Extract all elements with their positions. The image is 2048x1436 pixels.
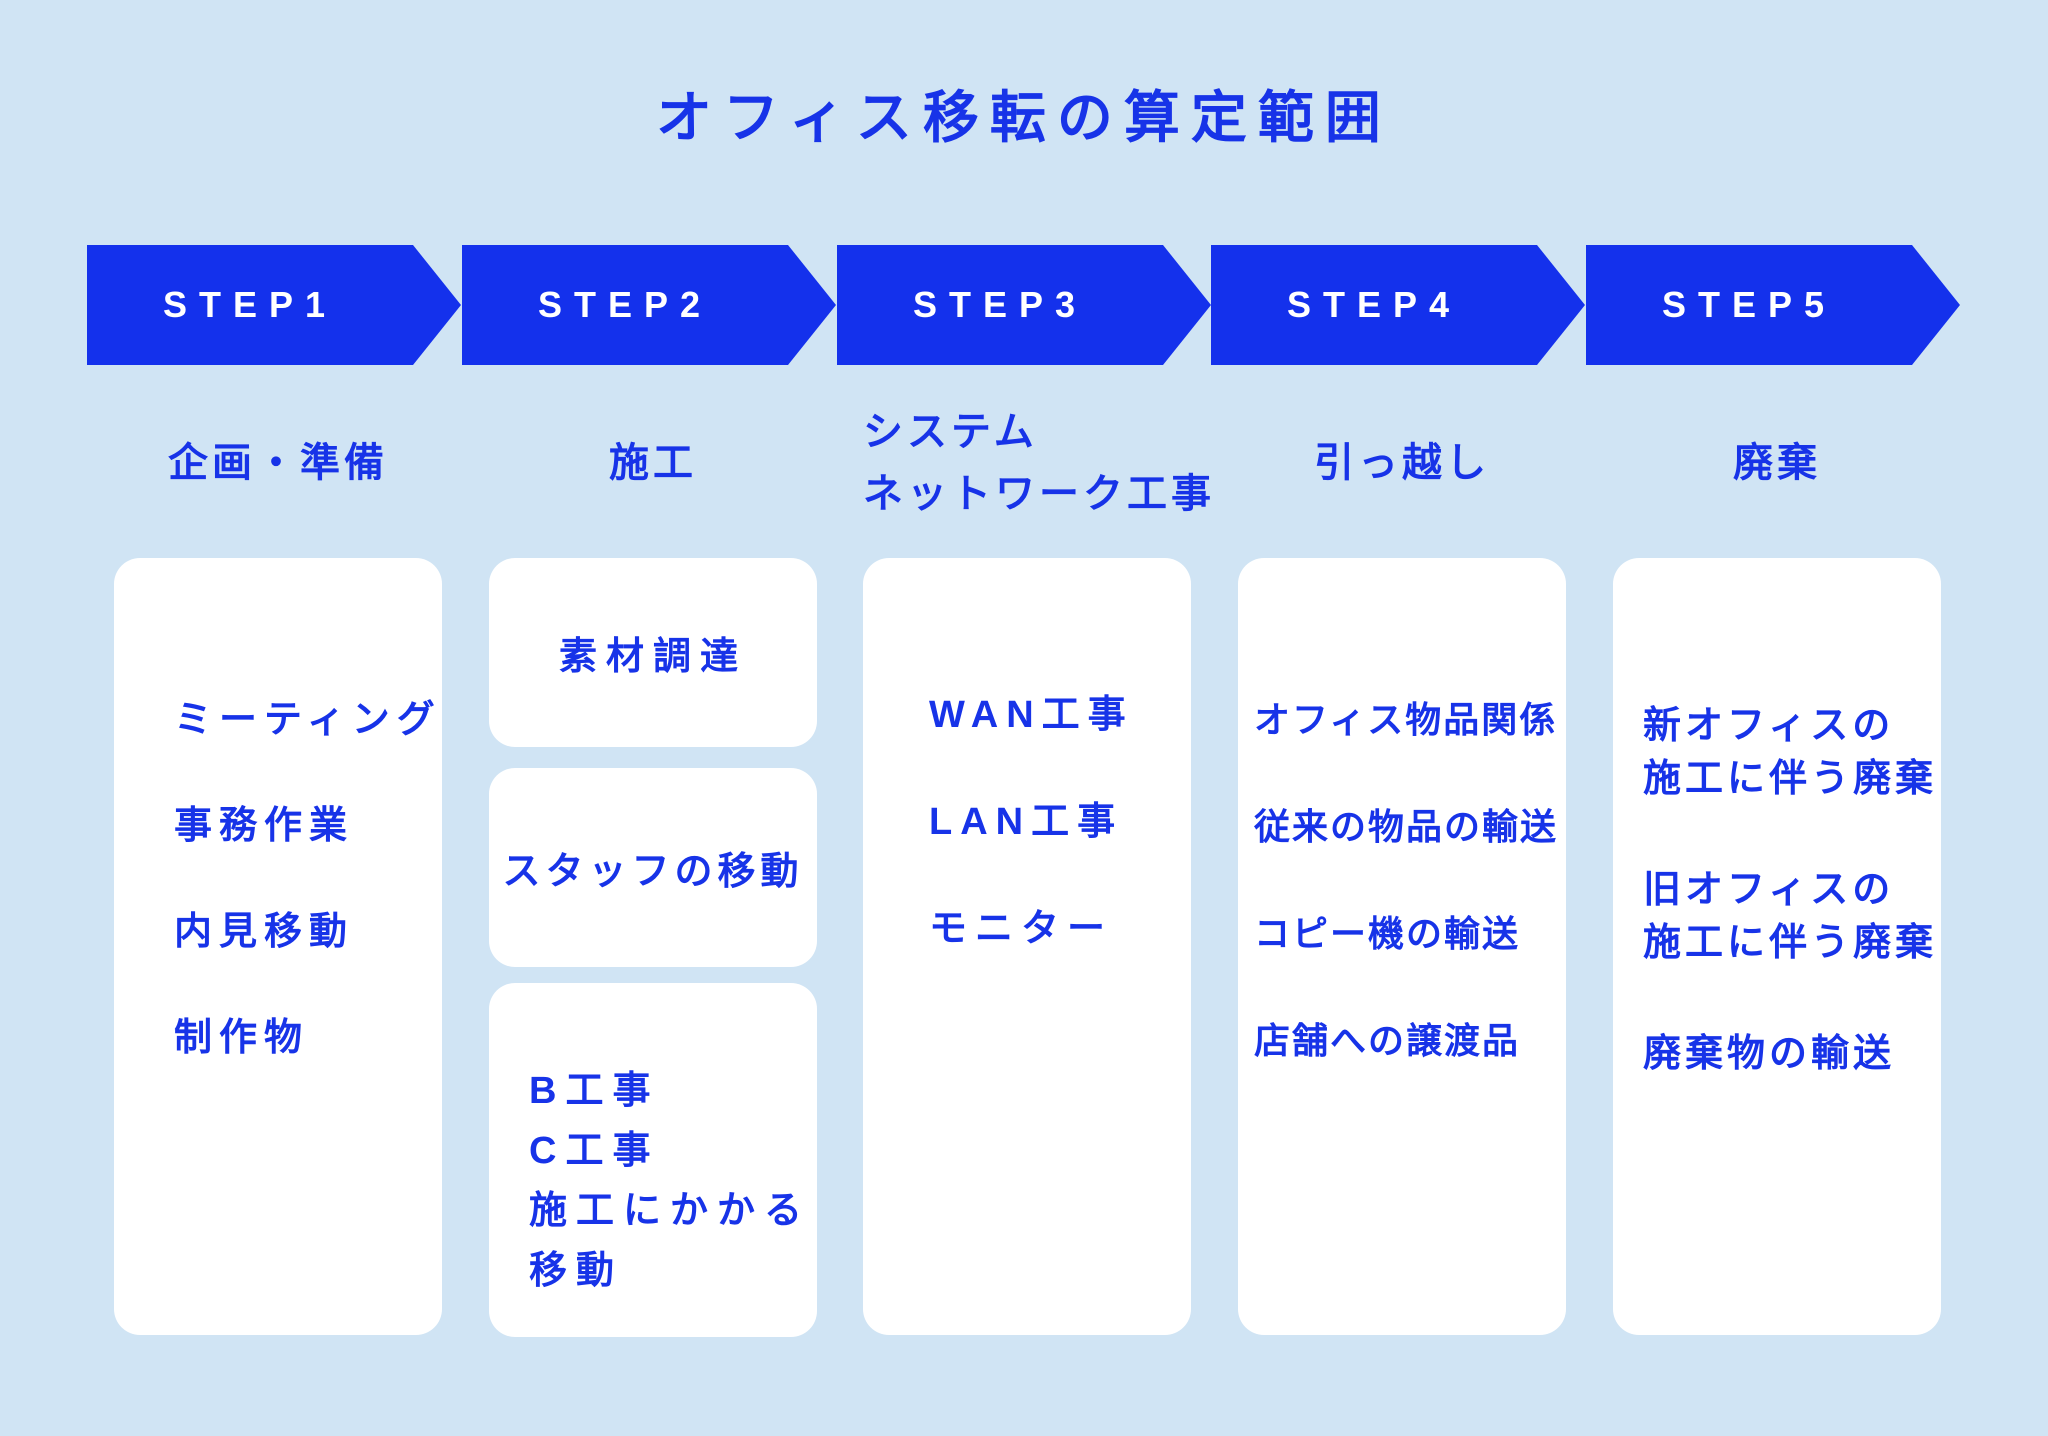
- step3-label-line1: システム: [863, 410, 1038, 454]
- list-item-line: 施工に伴う廃棄: [1643, 922, 1938, 964]
- step4-label: 引っ越し: [1238, 408, 1566, 518]
- list-item: コピー機の輸送: [1254, 913, 1521, 954]
- step2-card-1: 素材調達: [489, 558, 817, 747]
- list-item: C工事: [529, 1130, 660, 1172]
- list-item: 素材調達: [558, 636, 747, 678]
- list-item: オフィス物品関係: [1254, 699, 1558, 740]
- list-item: LAN工事: [929, 801, 1124, 843]
- step3-label-line2: ネットワーク工事: [863, 472, 1215, 516]
- list-item-line: 旧オフィスの: [1643, 869, 1895, 911]
- list-item: 新オフィスの 施工に伴う廃棄: [1643, 700, 1941, 806]
- step3-label: システム ネットワーク工事: [863, 408, 1211, 518]
- step2-arrow: STEP2: [462, 245, 836, 365]
- step3-arrow-label: STEP3: [912, 284, 1088, 325]
- list-item: ミーティング: [174, 699, 442, 741]
- step2-item-list: B工事 C工事 施工にかかる 移動: [489, 983, 817, 1301]
- step1-arrow: STEP1: [87, 245, 461, 365]
- list-item-line: 施工に伴う廃棄: [1643, 758, 1938, 800]
- list-item: 施工にかかる: [529, 1190, 812, 1232]
- step4-column: 引っ越し オフィス物品関係 従来の物品の輸送 コピー機の輸送 店舗への譲渡品: [1238, 408, 1566, 1335]
- step2-label-text: 施工: [609, 441, 697, 485]
- step5-item-list: 新オフィスの 施工に伴う廃棄 旧オフィスの 施工に伴う廃棄 廃棄物の輸送: [1613, 558, 1941, 1081]
- step2-label: 施工: [489, 408, 817, 518]
- step1-label: 企画・準備: [114, 408, 442, 518]
- step3-column: システム ネットワーク工事 WAN工事 LAN工事 モニター: [863, 408, 1211, 1335]
- step2-card-3: B工事 C工事 施工にかかる 移動: [489, 983, 817, 1337]
- list-item: 旧オフィスの 施工に伴う廃棄: [1643, 864, 1941, 970]
- list-item: WAN工事: [929, 694, 1134, 736]
- step5-arrow: STEP5: [1586, 245, 1960, 365]
- step1-column: 企画・準備 ミーティング 事務作業 内見移動 制作物: [114, 408, 442, 1335]
- step2-arrow-label: STEP2: [537, 284, 713, 325]
- list-item: 廃棄物の輸送: [1643, 1028, 1941, 1081]
- step4-arrow: STEP4: [1211, 245, 1585, 365]
- list-item: 事務作業: [174, 805, 355, 847]
- step1-card: ミーティング 事務作業 内見移動 制作物: [114, 558, 442, 1335]
- page-title: オフィス移転の算定範囲: [656, 86, 1392, 149]
- step3-card: WAN工事 LAN工事 モニター: [863, 558, 1191, 1335]
- step5-arrow-label: STEP5: [1661, 284, 1837, 325]
- step5-card: 新オフィスの 施工に伴う廃棄 旧オフィスの 施工に伴う廃棄 廃棄物の輸送: [1613, 558, 1941, 1335]
- step5-label: 廃棄: [1613, 408, 1941, 518]
- step2-card-2: スタッフの移動: [489, 768, 817, 967]
- step1-arrow-label: STEP1: [162, 284, 338, 325]
- step3-arrow: STEP3: [837, 245, 1211, 365]
- step1-item-list: ミーティング 事務作業 内見移動 制作物: [114, 558, 442, 1058]
- list-item: 制作物: [174, 1017, 310, 1059]
- step5-label-text: 廃棄: [1733, 441, 1821, 485]
- step4-card: オフィス物品関係 従来の物品の輸送 コピー機の輸送 店舗への譲渡品: [1238, 558, 1566, 1335]
- list-item: モニター: [929, 908, 1114, 950]
- step4-arrow-label: STEP4: [1286, 284, 1462, 325]
- list-item-line: 廃棄物の輸送: [1643, 1033, 1896, 1075]
- step3-label-lines: システム ネットワーク工事: [863, 401, 1215, 525]
- list-item: 従来の物品の輸送: [1254, 806, 1559, 847]
- list-item: 店舗への譲渡品: [1254, 1020, 1521, 1061]
- list-item: 移動: [529, 1250, 624, 1292]
- step2-column: 施工 素材調達 スタッフの移動 B工事 C工事 施工にかかる 移動: [489, 408, 817, 1337]
- list-item: スタッフの移動: [502, 851, 804, 893]
- step5-column: 廃棄 新オフィスの 施工に伴う廃棄 旧オフィスの 施工に伴う廃棄 廃棄物の輸送: [1613, 408, 1941, 1335]
- step4-label-text: 引っ越し: [1314, 441, 1490, 485]
- step4-item-list: オフィス物品関係 従来の物品の輸送 コピー機の輸送 店舗への譲渡品: [1238, 558, 1566, 1061]
- list-item: B工事: [529, 1070, 660, 1112]
- list-item-line: 新オフィスの: [1643, 705, 1895, 747]
- step3-item-list: WAN工事 LAN工事 モニター: [863, 558, 1191, 949]
- step1-label-text: 企画・準備: [168, 441, 388, 485]
- list-item: 内見移動: [174, 911, 355, 953]
